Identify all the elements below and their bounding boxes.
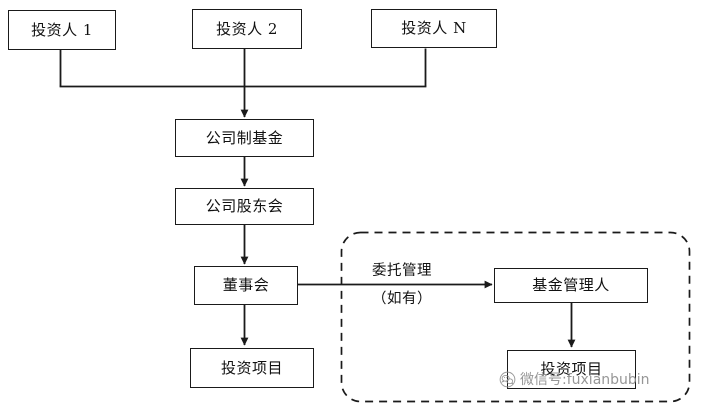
delegation-label-secondary: （如有） xyxy=(372,291,432,307)
delegation-group-boundary xyxy=(340,231,691,403)
wechat-logo-icon xyxy=(499,371,516,388)
node-fund-manager-label: 基金管理人 xyxy=(532,276,610,294)
node-investorN-label: 投资人 N xyxy=(401,19,467,37)
node-company-fund[interactable]: 公司制基金 xyxy=(175,119,314,157)
node-investment-project-left[interactable]: 投资项目 xyxy=(190,348,314,388)
node-shareholders-meeting-label: 公司股东会 xyxy=(205,197,284,215)
node-investor1[interactable]: 投资人 1 xyxy=(8,10,116,50)
node-board[interactable]: 董事会 xyxy=(194,266,298,305)
node-investor2[interactable]: 投资人 2 xyxy=(192,9,302,49)
node-company-fund-label: 公司制基金 xyxy=(205,128,284,147)
watermark-text: 微信号:fuxianbubin xyxy=(520,371,650,388)
node-investorN[interactable]: 投资人 N xyxy=(371,9,497,48)
node-investment-project-right[interactable]: 投资项目 xyxy=(507,350,636,389)
node-investor2-label: 投资人 2 xyxy=(216,19,278,38)
watermark: 微信号:fuxianbubin xyxy=(499,371,650,388)
node-investor1-label: 投资人 1 xyxy=(31,20,93,39)
node-fund-manager[interactable]: 基金管理人 xyxy=(494,268,648,303)
node-investment-project-left-label: 投资项目 xyxy=(220,358,283,377)
delegation-label-primary: 委托管理 xyxy=(372,263,432,279)
node-investment-project-right-label: 投资项目 xyxy=(540,360,603,378)
node-shareholders-meeting[interactable]: 公司股东会 xyxy=(175,188,314,225)
node-board-label: 董事会 xyxy=(222,276,270,294)
